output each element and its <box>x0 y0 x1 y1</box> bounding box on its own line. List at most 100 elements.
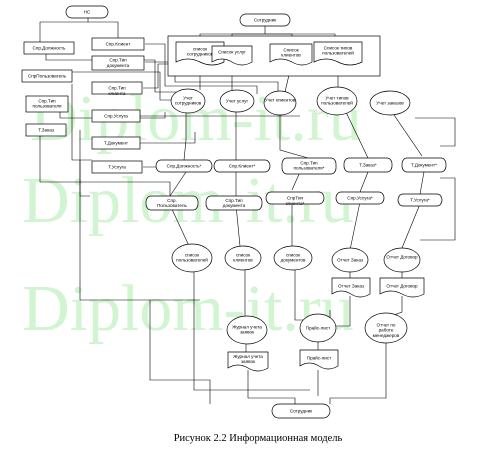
store-spr-dolzhnost-label: Спр.Должность <box>33 46 66 51</box>
proc-otchet-zakaz <box>331 247 369 273</box>
store-spr-tip-dokumenta <box>91 55 145 71</box>
connector <box>349 201 361 251</box>
proc-uchet-klientov <box>263 90 297 116</box>
store-spr-tip-dokumenta-2 <box>205 195 263 211</box>
store-t-dokument-label: Т.Документ <box>104 141 129 146</box>
doc-spisok-uslug-label: Список услуг <box>218 50 246 55</box>
proc-uchet-uslug-label: Учет услуг <box>226 99 249 104</box>
proc-uchet-zakazov-label: Учет заказов <box>376 101 404 106</box>
connector <box>359 171 369 193</box>
store-spr-tip-polzovatelya-2 <box>281 157 337 175</box>
doc-spisok-tipov-polzovateley <box>313 41 363 66</box>
connector <box>391 111 423 157</box>
connector <box>183 110 187 161</box>
connector <box>415 117 456 147</box>
doc-otchet-dogovor-label: Отчет Договор <box>386 284 418 289</box>
proc-spisok-klientov <box>224 245 262 271</box>
store-spr-usluga <box>91 109 141 123</box>
proc-uchet-klientov-label: Учет клиентов <box>265 98 296 103</box>
doc-otchet-zakaz-label: Отчет Заказ <box>338 284 364 289</box>
store-t-dokument <box>91 136 141 150</box>
connector <box>149 300 211 404</box>
connector <box>39 130 171 196</box>
connector <box>169 171 187 197</box>
store-t-dokument-2 <box>401 157 447 173</box>
connector <box>88 21 119 38</box>
doc-prajs-list <box>299 349 339 370</box>
connector <box>401 203 421 249</box>
proc-uchet-tipov-polzovateley <box>316 86 358 116</box>
store-spr-dolzhnost-2-label: Спр.Должность* <box>167 164 202 169</box>
store-spr-dolzhnost-2 <box>155 159 213 173</box>
proc-prajs-list <box>299 313 337 343</box>
doc-prajs-list-label: Прайс-лист <box>307 355 332 361</box>
connector <box>145 61 279 96</box>
proc-prajs-list-label: Прайс-лист <box>306 325 331 331</box>
store-t-zakaz-2-label: Т.Заказ* <box>359 163 377 168</box>
store-spr-klient <box>91 37 145 51</box>
proc-spisok-dokumentov <box>273 245 313 271</box>
store-t-zakaz-label: Т.Заказ <box>38 128 54 133</box>
proc-otchet-po-rabote-menedzherov <box>364 312 408 344</box>
actor-bottom-label: Сотрудник <box>290 409 313 414</box>
proc-uchet-uslug <box>219 89 255 113</box>
connector <box>329 340 387 404</box>
store-spr-klient-label: Спр.Клиент <box>106 42 132 47</box>
store-t-zakaz <box>25 123 67 137</box>
connector <box>193 270 310 391</box>
connector <box>247 370 296 404</box>
store-spr-polzovatel <box>21 69 73 83</box>
actor-top-right <box>239 13 291 27</box>
connector <box>71 84 92 161</box>
store-spr-polzovatel-2 <box>145 195 199 211</box>
store-spr-usluga-label: Спр.Услуга <box>104 114 128 119</box>
connector <box>235 204 241 247</box>
store-spr-klient-2-label: Спр.Клиент* <box>229 164 256 169</box>
store-spr-usluga-2 <box>335 191 385 205</box>
store-t-dokument-2-label: Т.Документ* <box>411 163 437 168</box>
connector <box>79 160 200 301</box>
watermark-text-3: Diplom-it.ru <box>22 272 354 345</box>
store-spr-polzovatel-2-label: Спр.Пользователь <box>157 198 187 208</box>
store-t-usluga-2 <box>397 193 443 207</box>
connector <box>140 132 196 144</box>
connector <box>419 171 425 195</box>
connector <box>145 43 258 94</box>
proc-zhurnal-ucheta-zayavok <box>226 315 268 345</box>
store-t-usluga-2-label: Т.Услуга* <box>410 198 430 203</box>
connector <box>279 114 309 159</box>
connector <box>344 109 369 159</box>
proc-uchet-sotrudnikov <box>170 88 206 114</box>
doc-zhurnal-ucheta-zayavok <box>227 351 269 372</box>
connector <box>291 171 301 191</box>
doc-otchet-dogovor <box>379 277 425 298</box>
figure-caption: Рисунок 2.2 Информационная модель <box>174 433 343 444</box>
store-spr-usluga-2-label: Спр.Услуга* <box>347 196 373 201</box>
proc-otchet-zakaz-label: Отчет Заказ <box>337 258 363 263</box>
actor-top-right-label: Сотрудник <box>254 18 277 23</box>
store-spr-polzovatel-label: СпрПользователь <box>28 74 67 79</box>
proc-otchet-dogovor-label: Отчет Договор <box>386 255 418 260</box>
actor-top-left-label: НС <box>84 10 91 15</box>
proc-uchet-zakazov <box>369 90 411 116</box>
store-t-usluga-label: Т.Услуга <box>108 165 126 170</box>
store-spr-tip-klienta <box>91 81 143 95</box>
watermark: Diplom-it.ru Diplom-it.ru Diplom-it.ru <box>22 82 362 345</box>
connector <box>169 204 191 249</box>
store-t-zakaz-2 <box>343 157 393 173</box>
